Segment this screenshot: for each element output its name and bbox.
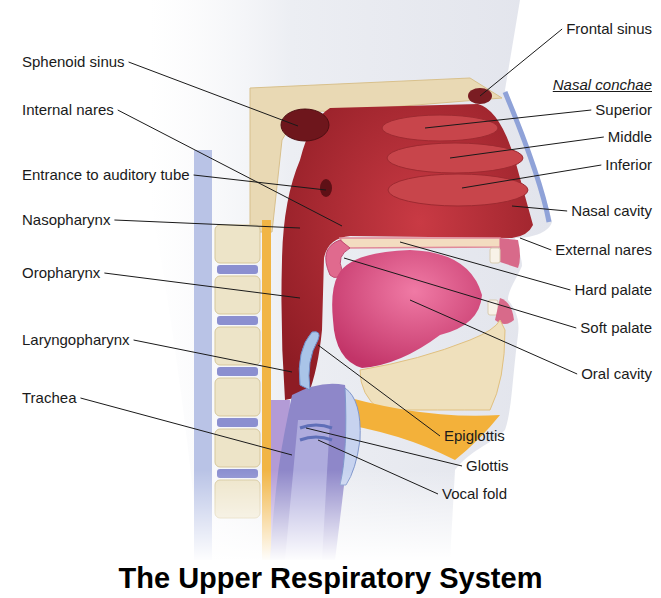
spinal-disc: [217, 367, 258, 376]
part-label: Vocal fold: [442, 485, 507, 503]
leader-line: [114, 220, 300, 228]
vertebra: [215, 378, 260, 416]
leader-line: [104, 273, 300, 298]
leader-line: [520, 238, 551, 250]
part-label: Nasal conchae: [553, 76, 652, 94]
leader-line: [306, 428, 462, 466]
leader-line: [450, 137, 604, 158]
mandible: [360, 320, 505, 410]
spinal-disc: [217, 316, 258, 325]
leader-line: [318, 440, 438, 494]
leader-line: [425, 110, 591, 128]
auditory-tube: [320, 179, 332, 197]
upper-lip: [500, 238, 520, 268]
leader-line: [480, 29, 562, 96]
part-label: Nasal cavity: [571, 202, 652, 220]
leader-line: [462, 165, 601, 188]
part-label: Oral cavity: [581, 365, 652, 383]
leader-line: [194, 175, 326, 190]
part-label: Superior: [595, 101, 652, 119]
vertebra: [215, 225, 260, 263]
vertebra: [215, 429, 260, 467]
leader-line: [134, 340, 292, 372]
part-label: Soft palate: [580, 319, 652, 337]
lower-lip: [495, 298, 514, 324]
vocal-fold-shape: [300, 437, 332, 440]
diagram-title: The Upper Respiratory System: [0, 562, 661, 595]
bottom-fade: [140, 470, 560, 562]
tooth: [490, 248, 500, 263]
part-label: Entrance to auditory tube: [22, 166, 190, 184]
part-label: Epiglottis: [444, 427, 505, 445]
part-label: Sphenoid sinus: [22, 53, 125, 71]
vocal-fold-shape: [300, 425, 332, 428]
part-label: Trachea: [22, 389, 76, 407]
head-figure: [140, 0, 560, 562]
superior-concha: [382, 115, 498, 141]
leader-line: [512, 206, 567, 211]
part-label: Oropharynx: [22, 264, 100, 282]
part-label: Laryngopharynx: [22, 331, 130, 349]
part-label: Hard palate: [574, 281, 652, 299]
hard-palate: [340, 238, 500, 248]
vertebra: [215, 327, 260, 365]
inferior-concha: [388, 174, 528, 206]
spinal-disc: [217, 265, 258, 274]
part-label: Glottis: [466, 457, 509, 475]
part-label: Middle: [608, 128, 652, 146]
epiglottis-shape: [299, 332, 319, 390]
spinal-disc: [217, 418, 258, 427]
leader-line: [318, 345, 440, 436]
part-label: External nares: [555, 241, 652, 259]
vertebra: [215, 276, 260, 314]
leader-line: [344, 258, 576, 328]
part-label: Internal nares: [22, 101, 114, 119]
leader-line: [129, 62, 298, 126]
leader-line: [410, 300, 577, 374]
part-label: Nasopharynx: [22, 211, 110, 229]
part-label: Inferior: [605, 156, 652, 174]
part-label: Frontal sinus: [566, 20, 652, 38]
sphenoid-sinus: [281, 109, 329, 141]
middle-concha: [387, 143, 523, 173]
leader-line: [80, 398, 292, 455]
